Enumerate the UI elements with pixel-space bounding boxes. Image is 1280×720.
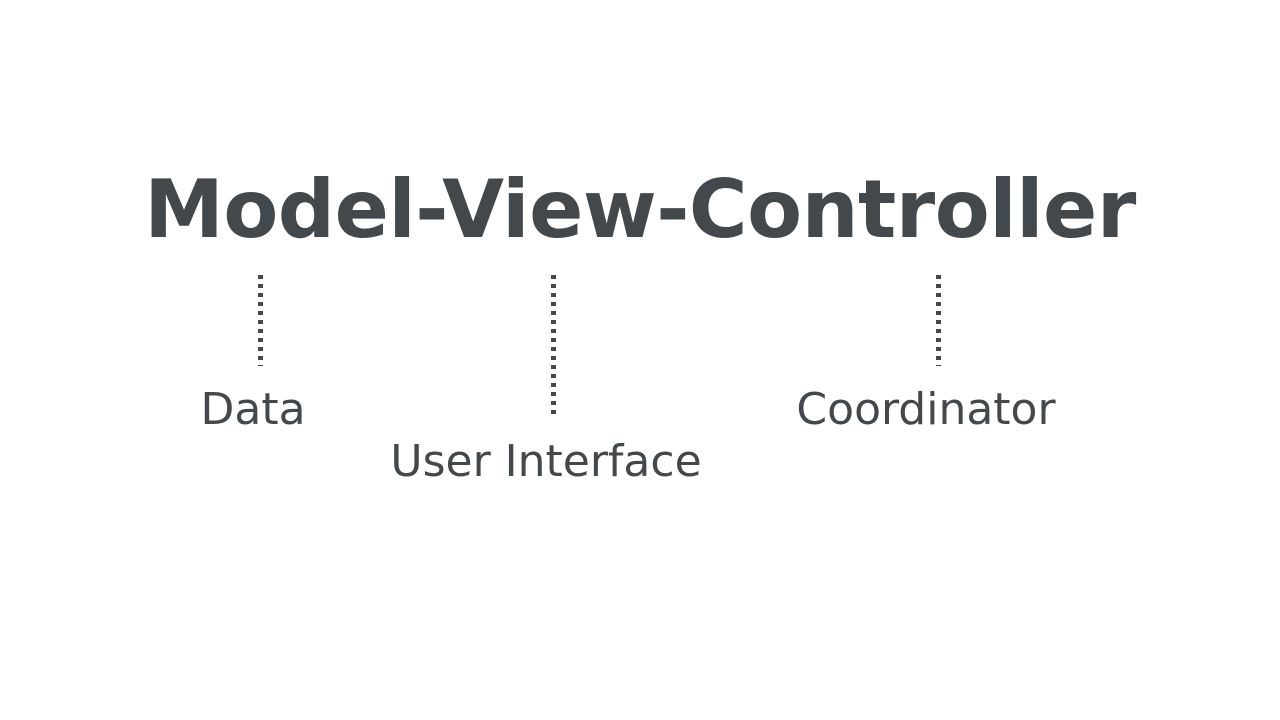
page-title: Model-View-Controller: [144, 163, 1136, 256]
branch-label-view: User Interface: [390, 436, 702, 487]
connector-line-model: [258, 275, 263, 366]
branch-label-controller: Coordinator: [796, 384, 1056, 435]
connector-line-controller: [936, 275, 941, 366]
branch-label-model: Data: [200, 384, 306, 435]
connector-line-view: [551, 275, 556, 419]
